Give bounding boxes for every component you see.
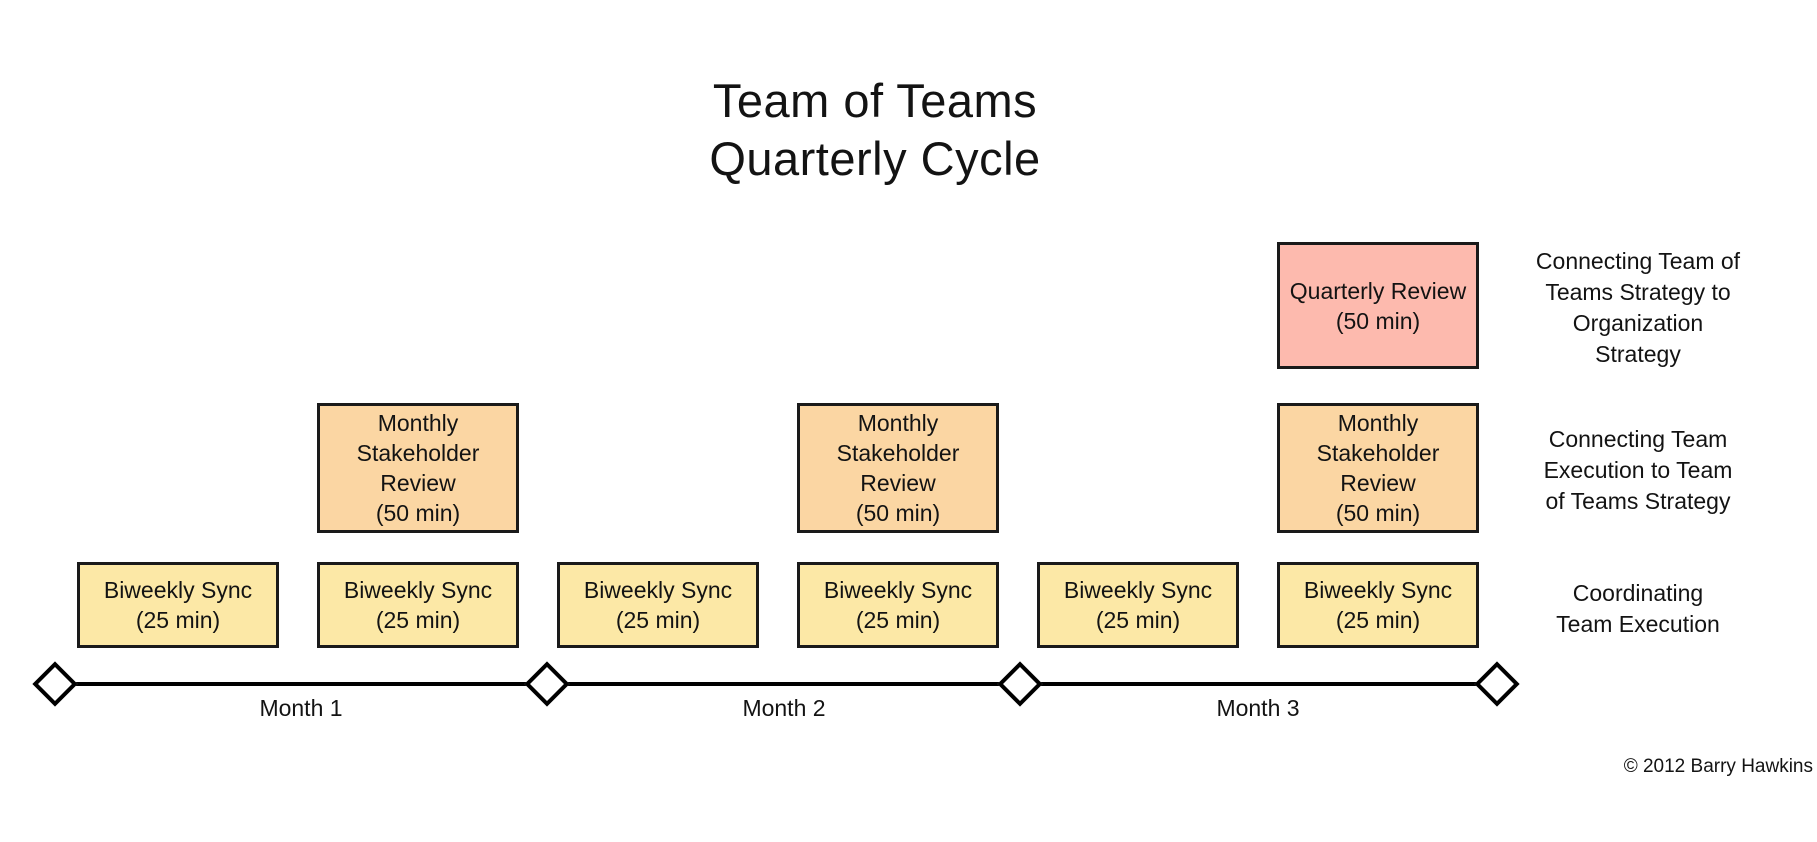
biweekly-sync-box: Biweekly Sync (25 min): [1037, 562, 1239, 648]
timeline-diamond-icon: [997, 661, 1043, 707]
month-3-label: Month 3: [1216, 695, 1300, 721]
biweekly-sync-box: Biweekly Sync (25 min): [77, 562, 279, 648]
box-label: Monthly Stakeholder Review (50 min): [356, 410, 480, 526]
biweekly-sync-box: Biweekly Sync (25 min): [797, 562, 999, 648]
annotation-biweekly-sync: Coordinating Team Execution: [1556, 580, 1720, 637]
box-label: Quarterly Review (50 min): [1289, 277, 1467, 334]
box-label: Monthly Stakeholder Review (50 min): [1316, 410, 1440, 526]
timeline-diamond-icon: [32, 661, 78, 707]
quarterly-review-box: Quarterly Review (50 min): [1277, 242, 1479, 369]
box-label: Biweekly Sync (25 min): [343, 577, 493, 633]
monthly-stakeholder-review-box: Monthly Stakeholder Review (50 min): [317, 403, 519, 533]
month-2-label: Month 2: [742, 695, 826, 721]
box-label: Biweekly Sync (25 min): [1303, 577, 1453, 633]
box-label: Biweekly Sync (25 min): [823, 577, 973, 633]
box-label: Biweekly Sync (25 min): [583, 577, 733, 633]
annotation-monthly-review: Connecting Team Execution to Team of Tea…: [1543, 426, 1733, 514]
timeline-diamond-icon: [524, 661, 570, 707]
annotation-quarterly-review: Connecting Team of Teams Strategy to Org…: [1535, 248, 1741, 367]
biweekly-sync-box: Biweekly Sync (25 min): [1277, 562, 1479, 648]
box-label: Biweekly Sync (25 min): [103, 577, 253, 633]
timeline-diamond-icon: [1474, 661, 1520, 707]
biweekly-sync-box: Biweekly Sync (25 min): [317, 562, 519, 648]
monthly-stakeholder-review-box: Monthly Stakeholder Review (50 min): [797, 403, 999, 533]
box-label: Monthly Stakeholder Review (50 min): [836, 410, 960, 526]
biweekly-sync-box: Biweekly Sync (25 min): [557, 562, 759, 648]
box-label: Biweekly Sync (25 min): [1063, 577, 1213, 633]
timeline-axis: [39, 682, 1517, 686]
copyright-notice: © 2012 Barry Hawkins: [1623, 756, 1813, 777]
monthly-stakeholder-review-box: Monthly Stakeholder Review (50 min): [1277, 403, 1479, 533]
month-1-label: Month 1: [259, 695, 343, 721]
page-title: Team of Teams Quarterly Cycle: [709, 74, 1041, 185]
